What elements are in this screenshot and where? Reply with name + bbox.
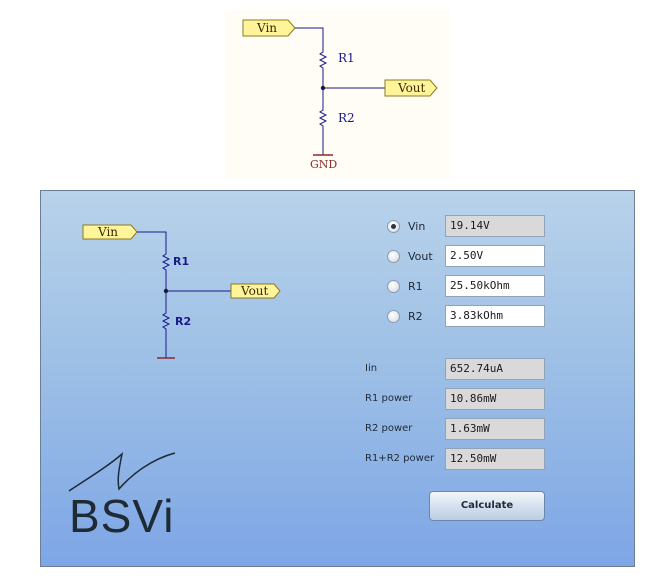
r2-radio-label: R2 bbox=[408, 309, 423, 323]
circuit-r2-symbol bbox=[161, 291, 171, 358]
circuit-r1-symbol bbox=[161, 251, 171, 291]
top-r1-label: R1 bbox=[338, 51, 355, 65]
circuit-r1-label: R1 bbox=[173, 255, 189, 268]
top-schematic: Vin R1 Vout R2 GND bbox=[225, 10, 450, 180]
r1-radio[interactable] bbox=[387, 279, 400, 293]
top-r2-label: R2 bbox=[338, 111, 355, 125]
r2-resistor-symbol bbox=[318, 88, 328, 155]
r1-radio-row[interactable]: R1 bbox=[387, 274, 448, 298]
vout-radio[interactable] bbox=[387, 249, 400, 263]
logo-text: BSVi bbox=[69, 490, 175, 542]
circuit-vout-label: Vout bbox=[240, 284, 269, 298]
vin-radio[interactable] bbox=[387, 219, 400, 233]
r2-radio-row[interactable]: R2 bbox=[387, 304, 448, 328]
r2-field[interactable]: 3.83kOhm bbox=[445, 305, 545, 327]
r2-power-label: R2 power bbox=[365, 423, 413, 434]
top-vout-label: Vout bbox=[397, 81, 426, 95]
r2-power-value: 1.63mW bbox=[445, 418, 545, 440]
circuit-diagram: Vin R1 Vout R2 bbox=[82, 224, 281, 359]
logo-swoosh-icon bbox=[68, 451, 176, 492]
circuit-vout-port bbox=[230, 283, 281, 299]
r1-power-label: R1 power bbox=[365, 393, 413, 404]
vin-field[interactable]: 19.14V bbox=[445, 215, 545, 237]
r1-resistor-symbol bbox=[318, 48, 328, 88]
vin-port-shape bbox=[242, 19, 296, 37]
vout-port-shape bbox=[384, 79, 438, 97]
circuit-r2-label: R2 bbox=[175, 315, 191, 328]
iin-label: Iin bbox=[365, 363, 378, 374]
r1-radio-label: R1 bbox=[408, 279, 423, 293]
vout-field[interactable]: 2.50V bbox=[445, 245, 545, 267]
circuit-vin-port bbox=[82, 224, 138, 240]
calculate-button[interactable]: Calculate bbox=[429, 491, 545, 521]
r1-power-value: 10.86mW bbox=[445, 388, 545, 410]
iin-value: 652.74uA bbox=[445, 358, 545, 380]
r1-field[interactable]: 25.50kOhm bbox=[445, 275, 545, 297]
top-vin-label: Vin bbox=[256, 21, 277, 35]
vout-radio-label: Vout bbox=[408, 249, 433, 263]
vout-radio-row[interactable]: Vout bbox=[387, 244, 448, 268]
vin-radio-row[interactable]: Vin bbox=[387, 214, 448, 238]
r2-radio[interactable] bbox=[387, 309, 400, 323]
top-gnd-label: GND bbox=[310, 158, 337, 171]
total-power-value: 12.50mW bbox=[445, 448, 545, 470]
vin-radio-label: Vin bbox=[408, 219, 426, 233]
total-power-label: R1+R2 power bbox=[365, 453, 435, 464]
circuit-vin-label: Vin bbox=[97, 225, 118, 239]
divider-calculator-window: Vin R1 Vout R2 Vin 19.14V Vout 2.50V R1 … bbox=[40, 190, 635, 567]
